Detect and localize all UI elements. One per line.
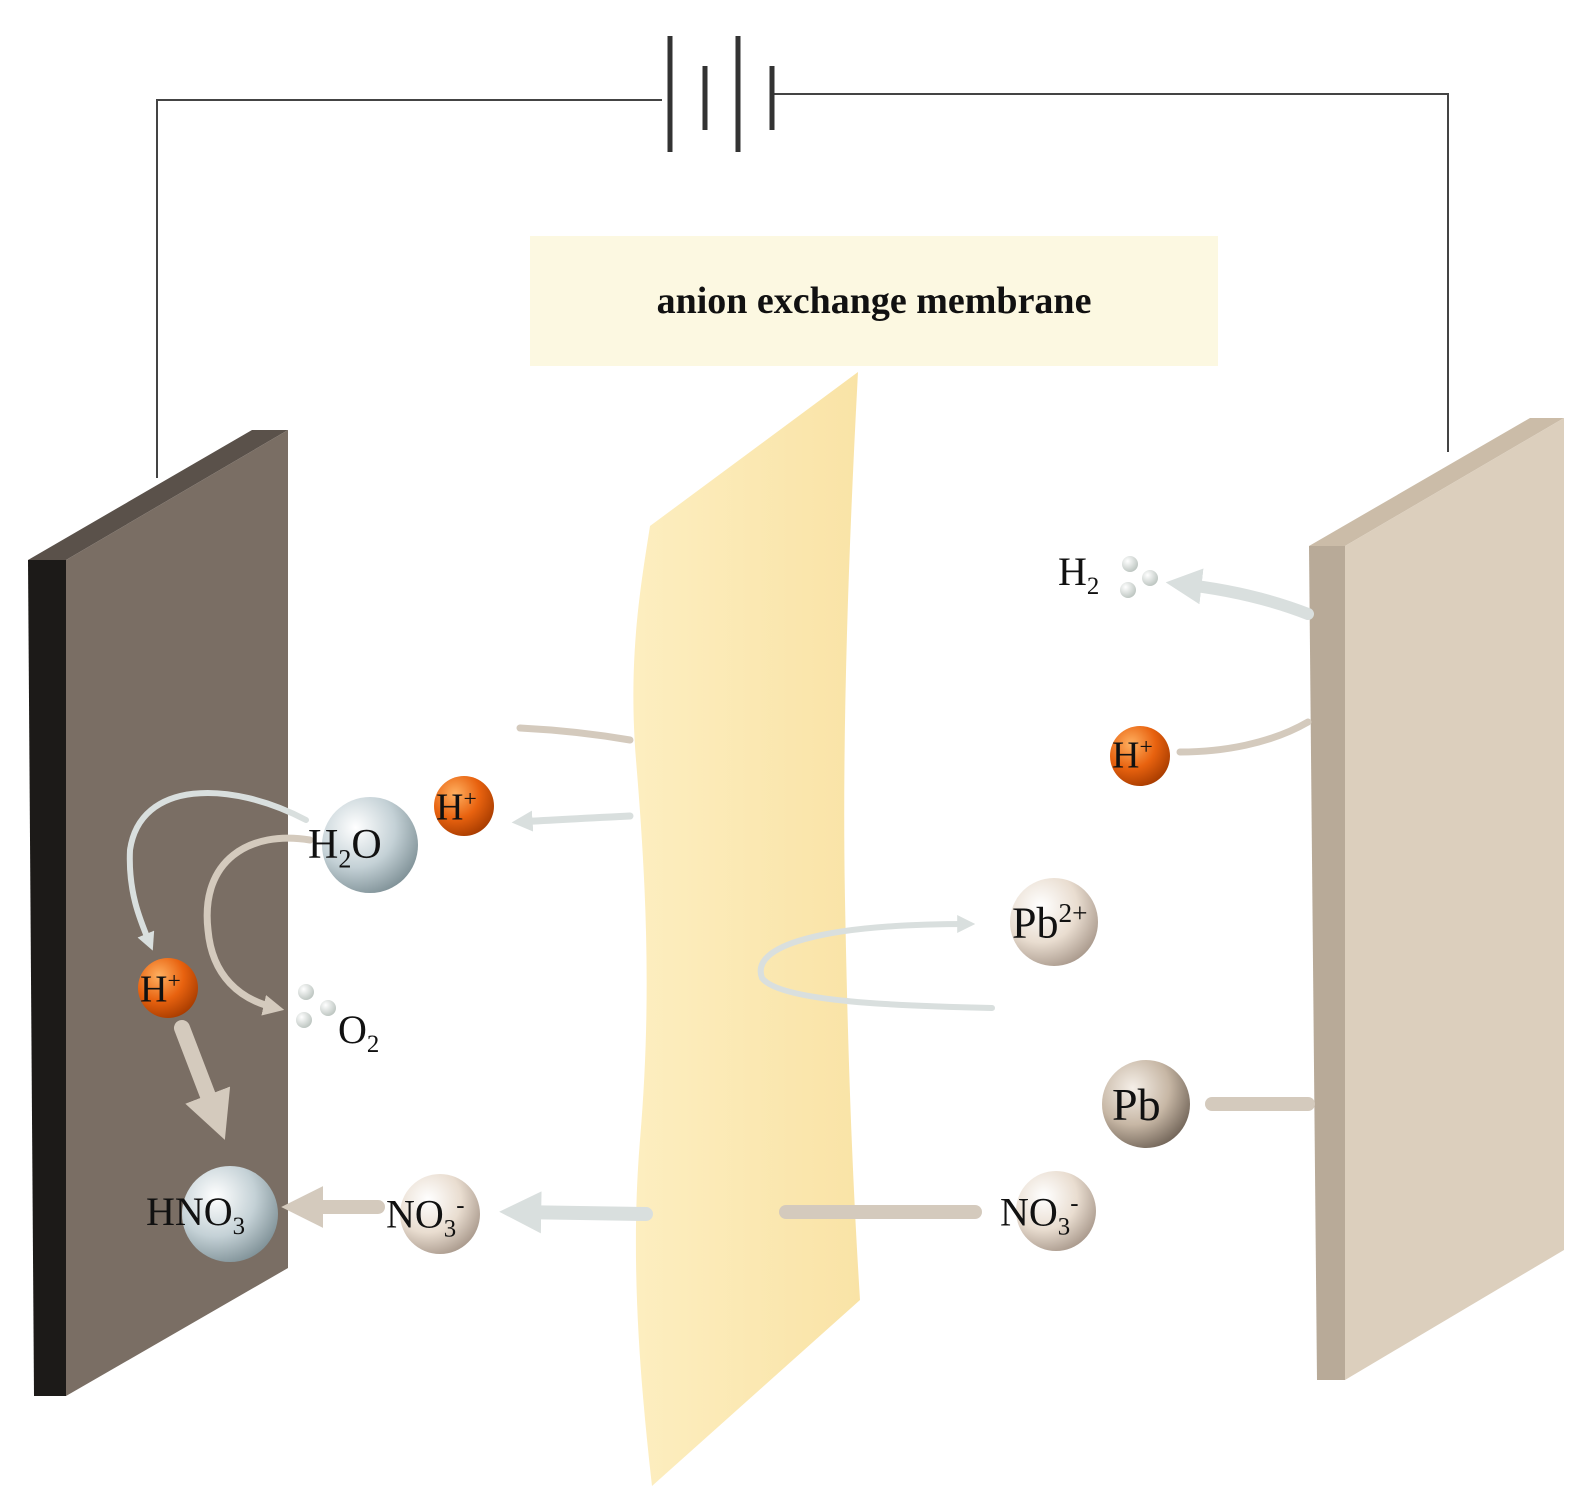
battery-icon	[667, 36, 775, 152]
pb2-plus-sphere	[1010, 878, 1098, 966]
anode-electrode	[28, 430, 288, 1396]
hno3-sphere	[182, 1166, 278, 1262]
h-plus-anode-sphere	[138, 958, 198, 1018]
no3-left-sphere	[400, 1174, 480, 1254]
no3-right-sphere	[1016, 1171, 1096, 1251]
pb-sphere	[1102, 1060, 1190, 1148]
h2-label: H2	[1058, 549, 1100, 600]
reaction-arrows	[126, 568, 1315, 1234]
membrane-label-text: anion exchange membrane	[656, 280, 1092, 322]
h-plus-cathode-label: H+	[1112, 734, 1153, 777]
h-plus-membrane-label: H+	[436, 786, 477, 829]
hno3-label: HNO3	[146, 1189, 246, 1240]
h2-bubbles	[1120, 556, 1158, 598]
pb-label: Pb	[1112, 1079, 1161, 1130]
h2o-sphere	[322, 797, 418, 893]
anion-exchange-membrane	[633, 372, 860, 1486]
h-plus-cathode-sphere	[1110, 726, 1170, 786]
h2o-label: H2O	[308, 822, 382, 874]
no3-right-label: NO3-	[1000, 1189, 1079, 1241]
h-plus-anode-label: H+	[140, 968, 181, 1011]
cathode-electrode	[1309, 418, 1564, 1380]
o2-bubbles	[296, 984, 336, 1028]
o2-label: O2	[338, 1007, 380, 1058]
membrane-label: anion exchange membrane	[530, 236, 1218, 366]
no3-left-label: NO3-	[386, 1191, 465, 1243]
pb2-plus-label: Pb2+	[1012, 898, 1088, 948]
circuit-wire	[156, 93, 1449, 478]
h-plus-membrane-sphere	[434, 776, 494, 836]
